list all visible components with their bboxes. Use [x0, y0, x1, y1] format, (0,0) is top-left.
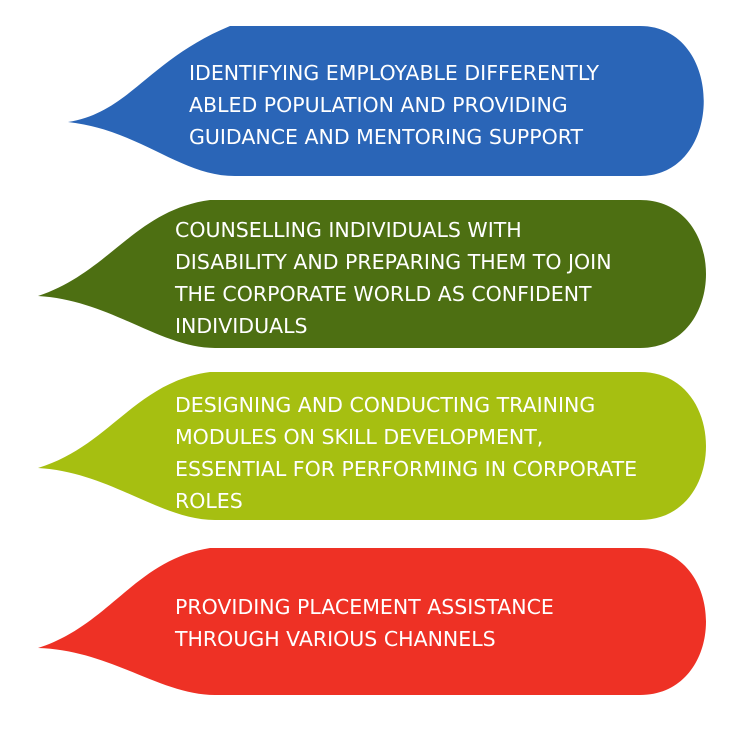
callout-text-2: COUNSELLING INDIVIDUALS WITH DISABILITY …	[175, 218, 612, 338]
callout-shape-1	[68, 26, 704, 176]
callout-shape-4	[38, 548, 706, 695]
callout-shape-3	[38, 372, 706, 520]
callout-text-1: IDENTIFYING EMPLOYABLE DIFFERENTLY ABLED…	[189, 61, 600, 149]
callout-text-3: DESIGNING AND CONDUCTING TRAINING MODULE…	[175, 393, 638, 513]
callout-text-4: PROVIDING PLACEMENT ASSISTANCE THROUGH V…	[175, 595, 554, 651]
callout-shape-2	[38, 200, 706, 348]
